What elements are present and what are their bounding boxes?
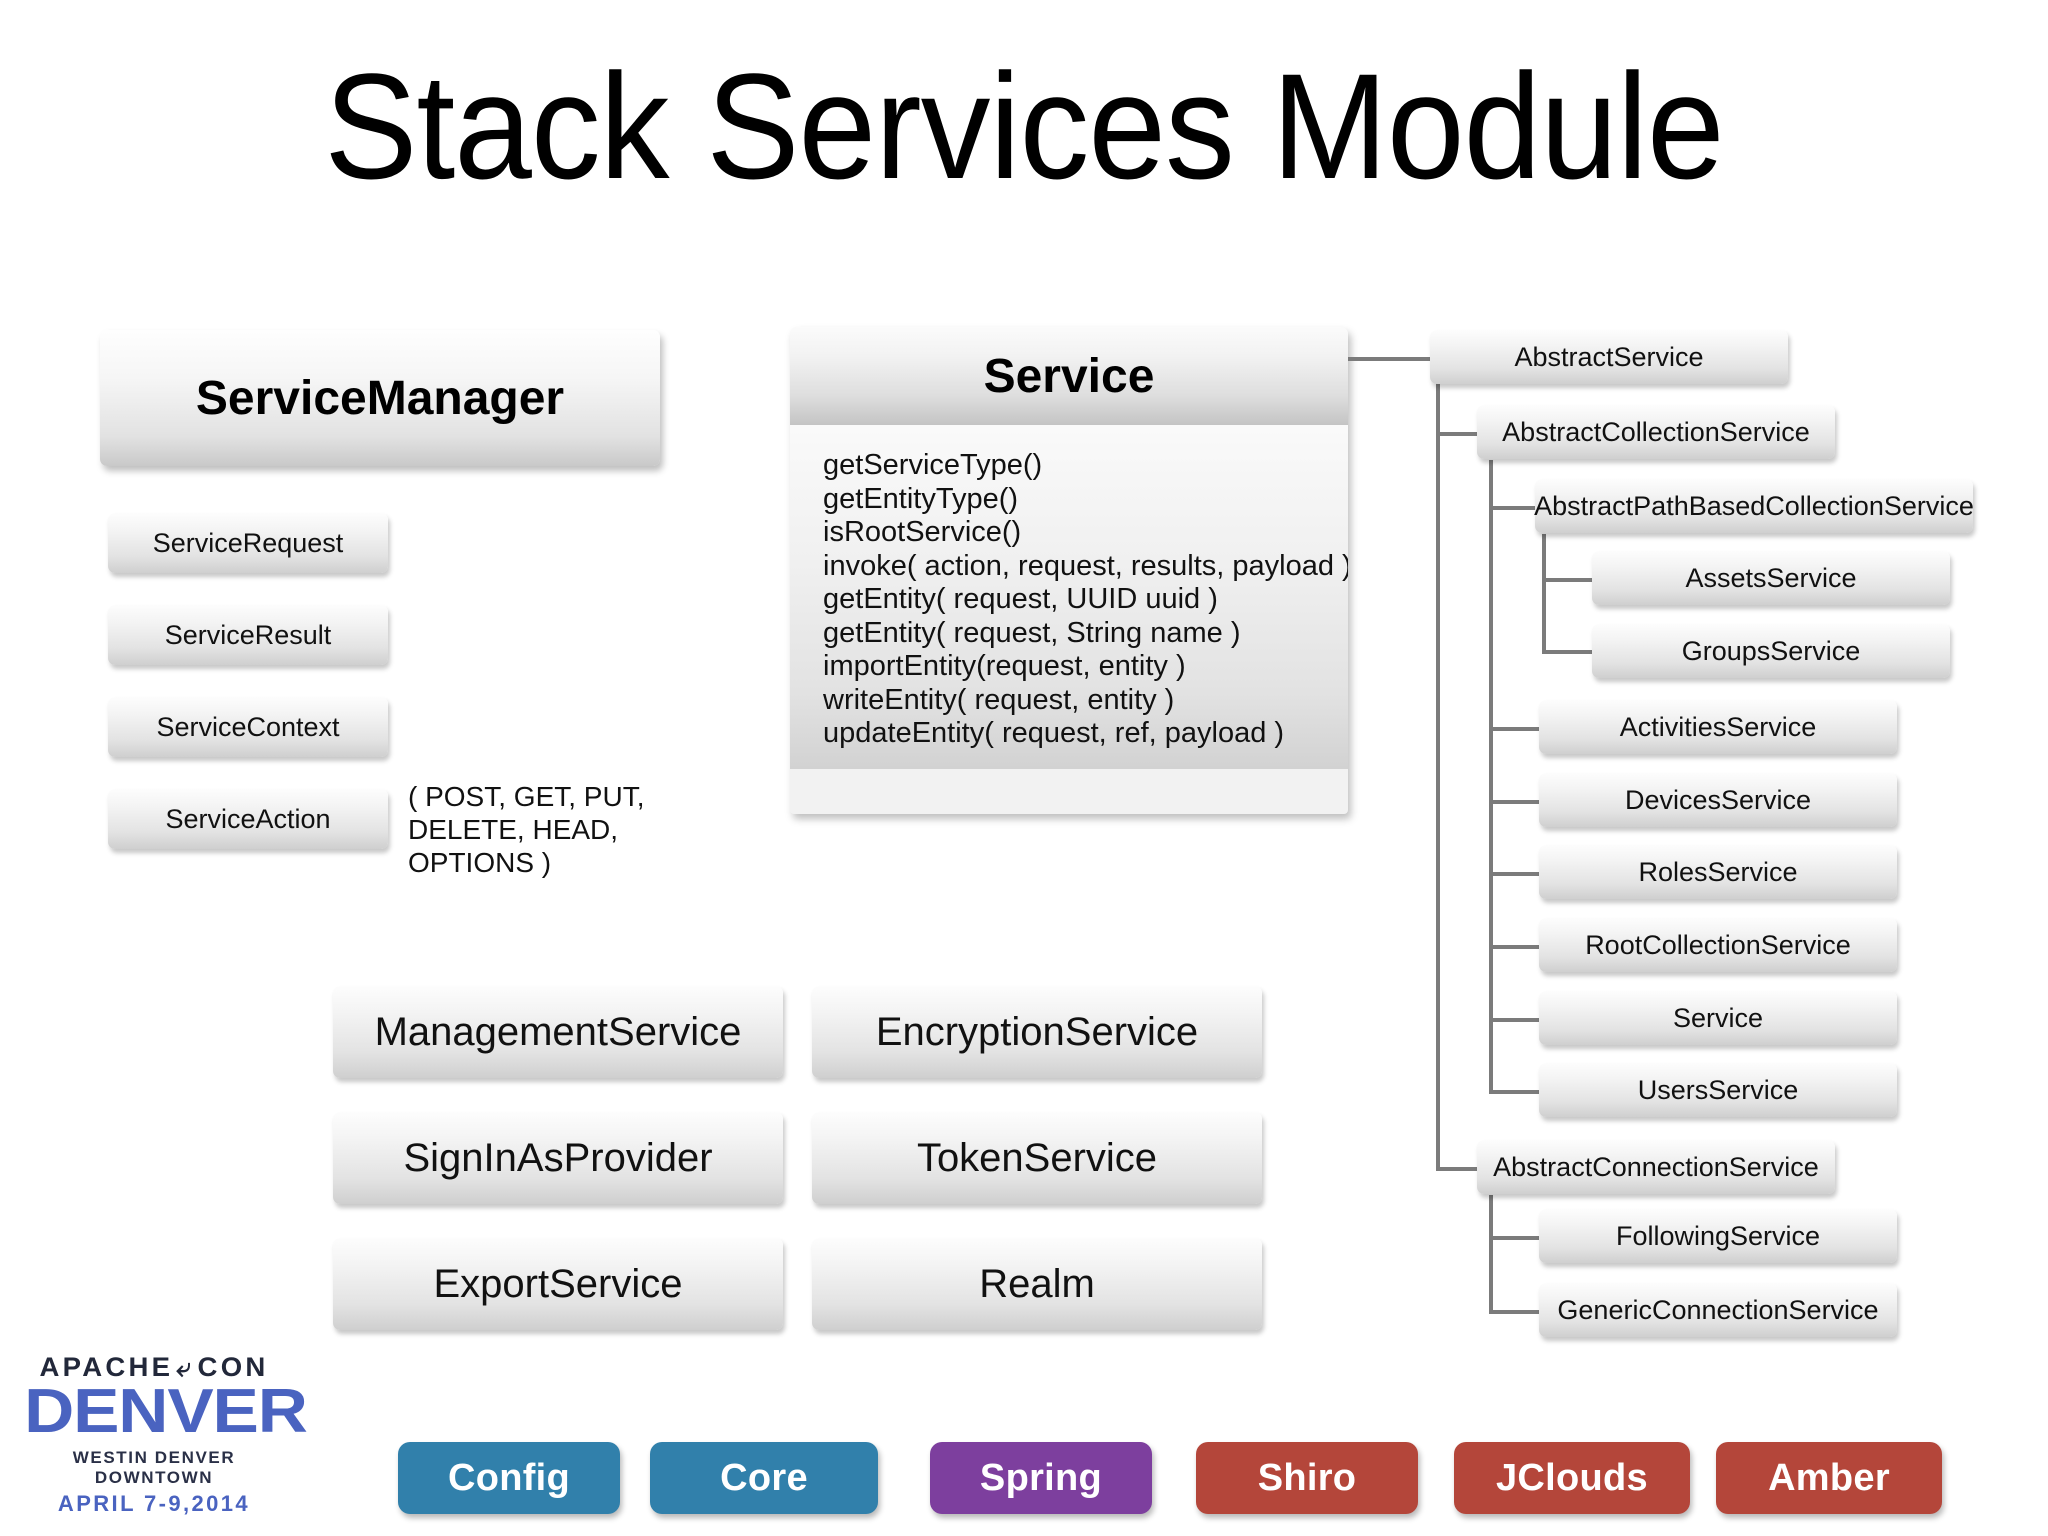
box-abstract-path-based-collection-service[interactable]: AbstractPathBasedCollectionService <box>1534 479 1974 533</box>
connector-trunk-pathbased <box>1542 534 1546 654</box>
connector-branch-roles <box>1489 872 1539 876</box>
pill-jclouds[interactable]: JClouds <box>1454 1442 1690 1514</box>
service-manager-header: ServiceManager <box>100 330 660 466</box>
box-service-action[interactable]: ServiceAction <box>108 789 388 849</box>
box-export-service[interactable]: ExportService <box>333 1238 783 1330</box>
pill-amber[interactable]: Amber <box>1716 1442 1942 1514</box>
logo-line-apachecon: APACHE ⤶ CON <box>36 1352 273 1383</box>
connector-branch-devices <box>1489 800 1539 804</box>
apachecon-denver-logo: APACHE ⤶ CON DENVER WESTIN DENVER DOWNTO… <box>24 1352 308 1516</box>
connector-branch-following <box>1489 1236 1539 1240</box>
connector-trunk-abstractservice <box>1436 357 1440 1171</box>
connector-trunk-connectionservice <box>1489 1195 1493 1314</box>
box-abstract-connection-service[interactable]: AbstractConnectionService <box>1477 1140 1835 1194</box>
box-abstract-collection-service[interactable]: AbstractCollectionService <box>1477 405 1835 459</box>
logo-con-text: CON <box>197 1352 269 1382</box>
pill-config[interactable]: Config <box>398 1442 620 1514</box>
feather-icon: ⤶ <box>176 1351 195 1382</box>
box-users-service[interactable]: UsersService <box>1539 1063 1897 1117</box>
connector-branch-connectionservice <box>1436 1167 1480 1171</box>
box-service-context[interactable]: ServiceContext <box>108 697 388 757</box>
method-item: getEntity( request, String name ) <box>823 616 1241 649</box>
service-card-title: Service <box>790 327 1348 425</box>
box-signinas-provider[interactable]: SignInAsProvider <box>333 1112 783 1204</box>
logo-denver-text: DENVER <box>24 1377 308 1446</box>
box-service-result[interactable]: ServiceResult <box>108 605 388 665</box>
pill-core[interactable]: Core <box>650 1442 878 1514</box>
method-item: getServiceType() <box>823 449 1043 481</box>
pill-shiro[interactable]: Shiro <box>1196 1442 1418 1514</box>
service-card-methods: getServiceType() getEntityType() isRootS… <box>790 425 1348 769</box>
service-action-annotation: ( POST, GET, PUT, DELETE, HEAD, OPTIONS … <box>408 781 645 878</box>
connector-branch-collectionservice <box>1436 432 1480 436</box>
method-item: getEntityType() <box>823 482 1019 515</box>
connector-branch-pathbased <box>1489 506 1539 510</box>
connector-branch-assets <box>1542 578 1592 582</box>
method-item: isRootService() <box>823 516 1022 548</box>
connector-trunk-collectionservice <box>1489 460 1493 1090</box>
box-service-request[interactable]: ServiceRequest <box>108 513 388 573</box>
method-item: importEntity(request, entity ) <box>823 650 1186 682</box>
box-groups-service[interactable]: GroupsService <box>1592 624 1950 678</box>
box-token-service[interactable]: TokenService <box>812 1112 1262 1204</box>
connector-branch-rootcollection <box>1489 945 1539 949</box>
connector-branch-users <box>1489 1090 1539 1094</box>
box-abstract-service[interactable]: AbstractService <box>1430 330 1788 384</box>
box-roles-service[interactable]: RolesService <box>1539 845 1897 899</box>
method-item: invoke( action, request, results, payloa… <box>823 549 1348 582</box>
connector-branch-genericconnection <box>1489 1310 1539 1314</box>
connector-branch-activities <box>1489 727 1539 731</box>
box-realm[interactable]: Realm <box>812 1238 1262 1330</box>
service-class-card: Service getServiceType() getEntityType()… <box>790 327 1348 814</box>
method-item: getEntity( request, UUID uuid ) <box>823 583 1218 615</box>
box-activities-service[interactable]: ActivitiesService <box>1539 700 1897 754</box>
logo-dates-text: APRIL 7-9,2014 <box>57 1491 251 1516</box>
page-title: Stack Services Module <box>324 42 1724 210</box>
box-devices-service[interactable]: DevicesService <box>1539 773 1897 827</box>
logo-apache-text: APACHE <box>39 1352 174 1382</box>
method-item: writeEntity( request, entity ) <box>823 683 1175 716</box>
box-following-service[interactable]: FollowingService <box>1539 1209 1897 1263</box>
pill-spring[interactable]: Spring <box>930 1442 1152 1514</box>
connector-service-to-abstractservice <box>1348 357 1436 361</box>
method-item: updateEntity( request, ref, payload ) <box>823 717 1285 749</box>
connector-branch-groups <box>1542 650 1592 654</box>
box-root-collection-service[interactable]: RootCollectionService <box>1539 918 1897 972</box>
box-assets-service[interactable]: AssetsService <box>1592 551 1950 605</box>
box-generic-connection-service[interactable]: GenericConnectionService <box>1539 1283 1897 1337</box>
box-service-leaf[interactable]: Service <box>1539 991 1897 1045</box>
connector-branch-service <box>1489 1018 1539 1022</box>
logo-venue-text: WESTIN DENVER DOWNTOWN <box>72 1448 236 1487</box>
box-management-service[interactable]: ManagementService <box>333 986 783 1078</box>
box-encryption-service[interactable]: EncryptionService <box>812 986 1262 1078</box>
